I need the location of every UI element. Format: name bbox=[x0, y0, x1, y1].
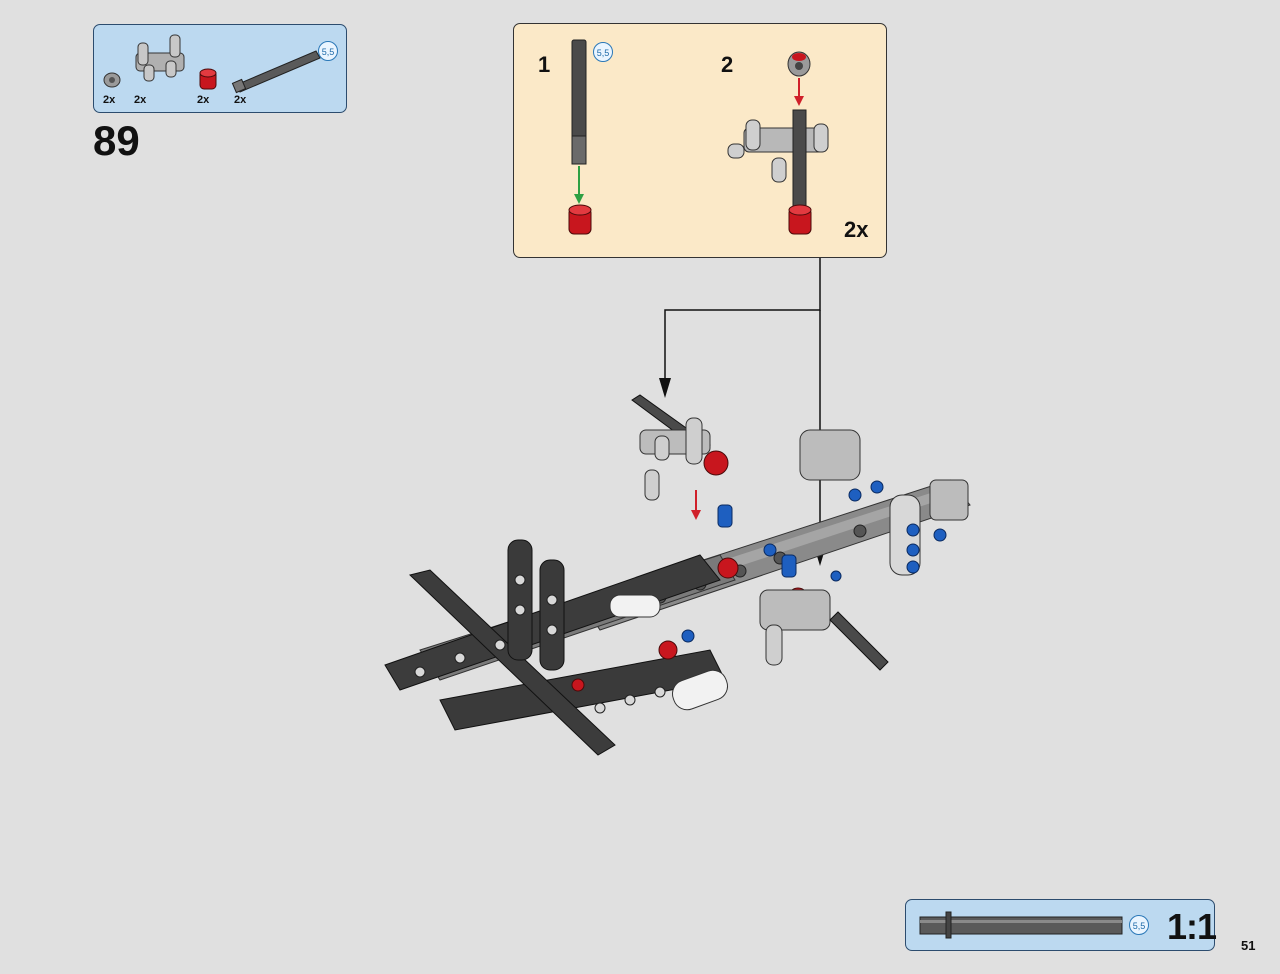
long-gray-beam-lower bbox=[419, 554, 736, 681]
parts-list-illustrations bbox=[103, 34, 321, 94]
parts-list-callout: 5,5 2x 2x 2x 2x bbox=[93, 24, 347, 113]
sub-step-1-axle bbox=[571, 39, 587, 165]
white-liftarm bbox=[609, 594, 728, 711]
half-bush-part-icon bbox=[103, 72, 121, 88]
sub-step-2-red-bush bbox=[788, 204, 812, 235]
right-end-blocks bbox=[799, 429, 969, 576]
sub-step-2-cross-block bbox=[727, 119, 829, 183]
step-number: 89 bbox=[93, 117, 140, 164]
sub-assembly-callout: 1 2 5,5 bbox=[513, 23, 887, 258]
red-insert-arrow bbox=[794, 78, 804, 106]
scale-axle-drawing bbox=[919, 911, 1123, 939]
part-qty-axle: 2x bbox=[234, 94, 247, 106]
scale-axle-length-badge: 5,5 bbox=[1129, 915, 1149, 935]
sub-step-2-number: 2 bbox=[721, 52, 734, 77]
part-qty-cross-block: 2x bbox=[134, 94, 147, 106]
part-qty-half-bush: 2x bbox=[103, 94, 116, 106]
axle-part-icon bbox=[231, 50, 321, 94]
dark-vertical-beams bbox=[507, 539, 565, 671]
green-insert-arrow bbox=[574, 166, 584, 204]
connector-arrowhead-left bbox=[659, 378, 671, 398]
beam-holes bbox=[613, 511, 907, 617]
incoming-insert-arrow bbox=[691, 490, 701, 520]
axle-length-badge: 5,5 bbox=[593, 42, 613, 62]
cross-block-part-icon bbox=[135, 34, 185, 82]
scale-ratio-label: 1:1 bbox=[1167, 906, 1217, 947]
long-gray-beam-upper bbox=[570, 479, 971, 631]
blue-pins bbox=[681, 480, 947, 643]
sub-assembly-multiplier: 2x bbox=[844, 217, 869, 242]
page-number: 51 bbox=[1241, 938, 1256, 953]
dark-beam-front-right bbox=[439, 649, 726, 731]
incoming-cross-block-assembly bbox=[631, 394, 729, 501]
dark-beam-front-left bbox=[384, 554, 721, 691]
dark-beam-holes bbox=[414, 574, 666, 714]
axle-length-badge: 5,5 bbox=[318, 41, 338, 61]
scale-guide-callout: 5,5 1:1 bbox=[905, 899, 1217, 951]
red-pins bbox=[571, 557, 809, 692]
part-qty-red-bush: 2x bbox=[197, 94, 210, 106]
sub-step-2-axle bbox=[792, 109, 807, 211]
sub-step-2-half-bush bbox=[787, 51, 811, 77]
callout-connector-lines bbox=[664, 258, 821, 556]
sub-assembly-illustrations bbox=[568, 39, 829, 235]
dark-beam-cross bbox=[408, 569, 616, 756]
sub-step-1-number: 1 bbox=[538, 52, 551, 77]
sub-step-1-red-bush bbox=[568, 204, 592, 235]
mounted-cross-block bbox=[759, 589, 889, 671]
connector-arrowhead-right bbox=[814, 546, 826, 566]
red-bush-part-icon bbox=[199, 68, 217, 90]
